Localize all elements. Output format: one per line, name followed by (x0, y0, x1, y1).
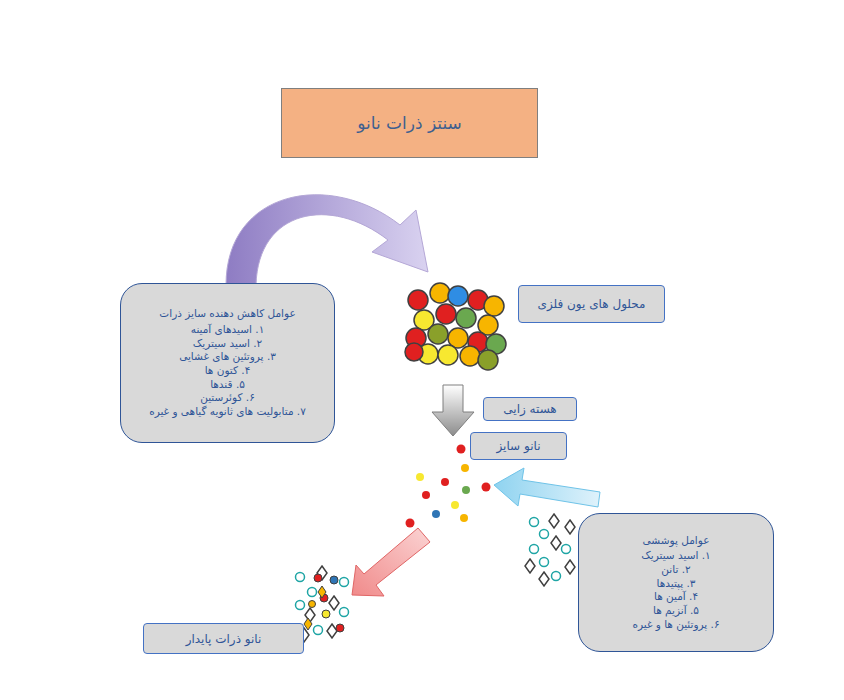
list-item: ۴. کتون ها (205, 364, 251, 378)
title-box: سنتز ذرات نانو (281, 88, 538, 158)
box-label: سنتز ذرات نانو (357, 113, 462, 133)
capping-agents-box: عوامل پوششی۱. اسید سیتریک۲. تانن۳. پپتید… (578, 513, 774, 652)
box-heading: عوامل کاهش دهنده سایز ذرات (159, 307, 295, 321)
list-item: ۵. قندها (210, 378, 245, 392)
down-left-arrow (352, 528, 430, 596)
list-item: ۱. اسید سیتریک (641, 549, 710, 563)
list-item: ۴. آمین ها (654, 590, 698, 604)
list-item: ۱. اسیدهای آمینه (191, 323, 265, 337)
label-box: نانو سایز (470, 432, 567, 460)
reducing-agents-box: عوامل کاهش دهنده سایز ذرات ۱. اسیدهای آمی… (120, 283, 335, 443)
capping-shapes (525, 514, 575, 586)
list-item: ۵. آنزیم ها (653, 604, 699, 618)
list-item: ۳. پپتیدها (657, 577, 696, 591)
box-label: محلول های یون فلزی (538, 297, 646, 311)
left-arrow (494, 468, 600, 507)
list-item: ۷. متابولیت های ثانویه گیاهی و غیره (149, 405, 306, 419)
list-item: ۶. کوئرستین (200, 391, 255, 405)
list-item: ۶. پروتئین ها و غیره (632, 618, 719, 632)
down-arrow (432, 385, 474, 436)
label-box: هسته زایی (483, 397, 577, 421)
label-box: نانو ذرات پایدار (143, 623, 304, 654)
curved-arrow (226, 195, 428, 285)
box-label: هسته زایی (503, 402, 556, 416)
box-label: نانو سایز (496, 439, 540, 453)
list-item: ۲. اسید سیتریک (193, 337, 262, 351)
label-box: محلول های یون فلزی (518, 285, 665, 323)
ion-cluster (405, 283, 506, 370)
list-item: ۲. تانن (661, 563, 690, 577)
box-heading: عوامل پوششی (643, 534, 710, 548)
list-item: ۳. پروتئین های غشایی (179, 350, 276, 364)
box-label: نانو ذرات پایدار (186, 632, 262, 646)
